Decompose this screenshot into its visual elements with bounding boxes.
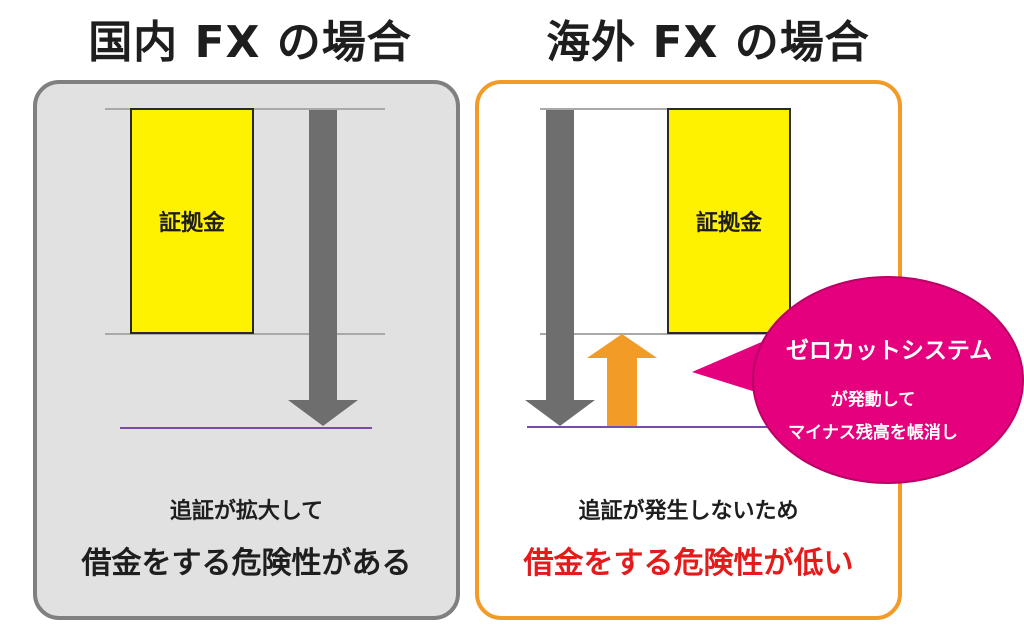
right-top-level-line [540,108,790,110]
left-margin-box: 証拠金 [130,108,254,334]
left-caption-large: 借金をする危険性がある [81,546,412,581]
zero-cut-bubble [692,276,1024,484]
right-margin-box: 証拠金 [667,108,791,334]
right-loss-line [527,426,787,428]
right-caption-large: 借金をする危険性が低い [523,546,854,581]
left-margin-label: 証拠金 [158,211,225,236]
left-loss-line [120,427,372,429]
right-margin-level-line [540,333,790,335]
up-arrow-icon [587,334,657,426]
bubble-line-2: マイナス残高を帳消し [788,423,958,443]
left-margin-level-line [105,333,385,335]
bubble-line-1: が発動して [830,390,916,410]
right-caption-small: 追証が発生しないため [578,499,799,524]
down-arrow-icon [525,110,595,426]
down-arrow-icon [288,110,358,426]
left-title: 国内 FX の場合 [88,17,412,68]
bubble-title: ゼロカットシステム [785,338,993,364]
left-caption-small: 追証が拡大して [169,499,324,524]
right-margin-label: 証拠金 [695,211,762,236]
right-title: 海外 FX の場合 [546,17,870,68]
